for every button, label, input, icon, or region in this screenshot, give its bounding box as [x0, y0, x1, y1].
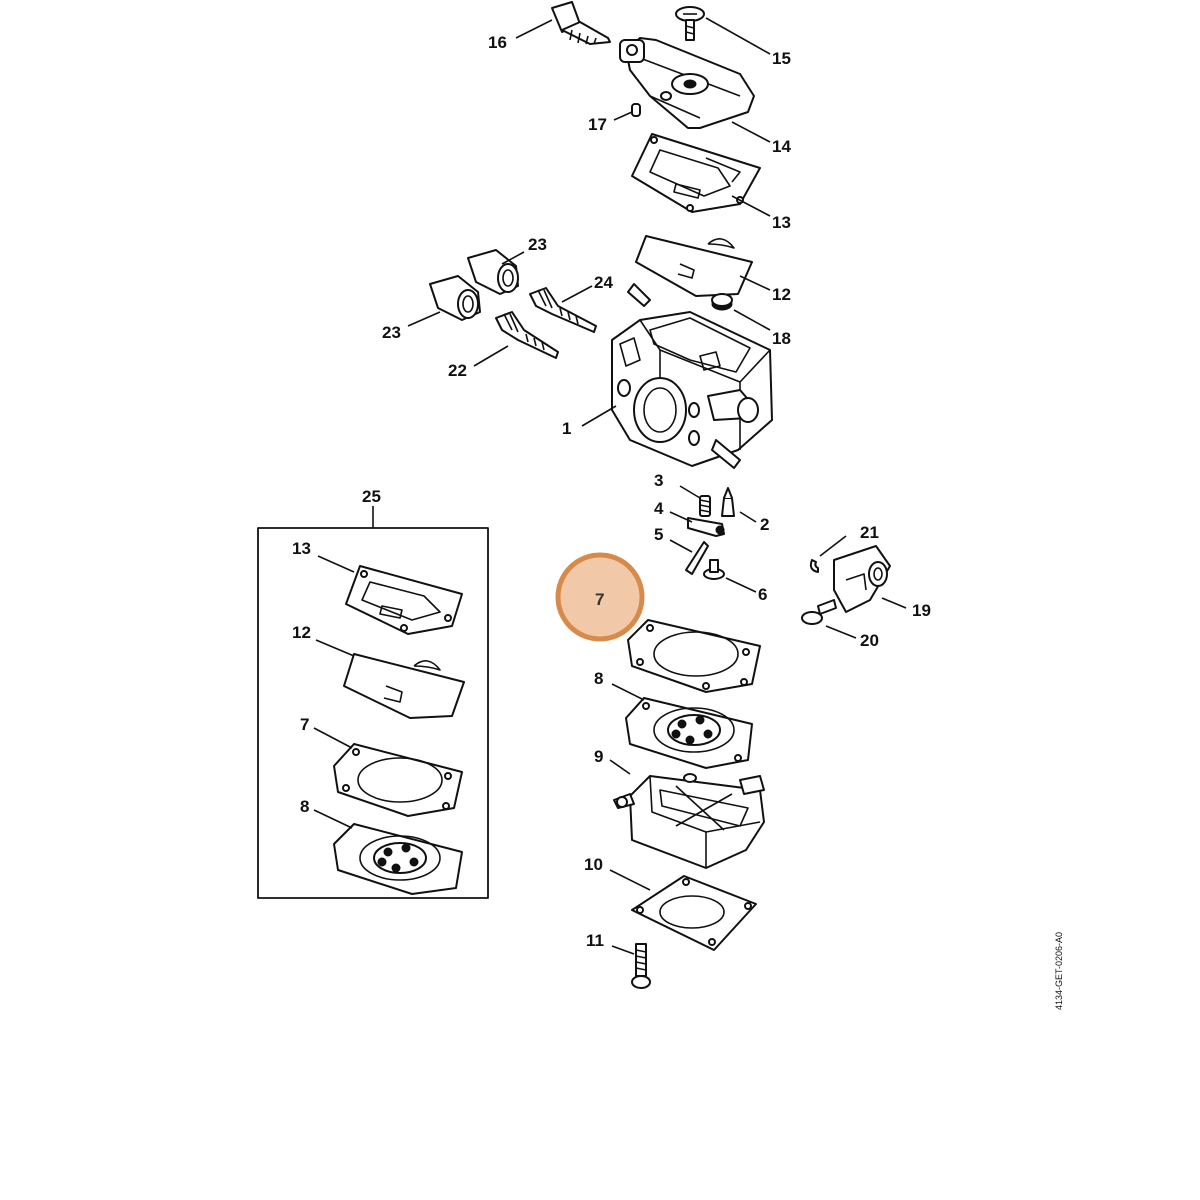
callout-labels: 16 15 17 14 13 23 24 12 23 18 22 1 3 25 …: [292, 33, 931, 950]
leader-lines: [313, 17, 907, 955]
callout-6[interactable]: 6: [758, 585, 767, 604]
callout-5[interactable]: 5: [654, 525, 663, 544]
callout-8[interactable]: 8: [594, 669, 603, 688]
part-4-inlet-control-lever[interactable]: [687, 517, 725, 537]
kit-callout-7[interactable]: 7: [300, 715, 309, 734]
callout-12[interactable]: 12: [772, 285, 791, 304]
part-18-filter-screen[interactable]: [711, 293, 733, 311]
callout-18[interactable]: 18: [772, 329, 791, 348]
part-8-pump-diaphragm[interactable]: [625, 697, 753, 769]
callout-14[interactable]: 14: [772, 137, 791, 156]
callout-16[interactable]: 16: [488, 33, 507, 52]
part-3-spring[interactable]: [699, 495, 711, 517]
kit-part-12-metering-diaphragm[interactable]: [343, 653, 465, 719]
part-1-carburetor-body[interactable]: [611, 283, 773, 469]
part-7-pump-gasket[interactable]: [627, 619, 761, 693]
callout-15[interactable]: 15: [772, 49, 791, 68]
part-15-screw[interactable]: [675, 6, 705, 41]
callout-23-lower[interactable]: 23: [382, 323, 401, 342]
kit-callout-8[interactable]: 8: [300, 797, 309, 816]
kit-callout-12[interactable]: 12: [292, 623, 311, 642]
part-10-gasket[interactable]: [631, 875, 757, 951]
kit-box-25: [257, 506, 489, 899]
part-17-plug[interactable]: [631, 103, 641, 117]
callout-10[interactable]: 10: [584, 855, 603, 874]
callout-19[interactable]: 19: [912, 601, 931, 620]
kit-part-7-pump-gasket[interactable]: [333, 743, 463, 817]
part-23-limiter-cap-upper[interactable]: [467, 249, 519, 295]
part-14-metering-cover[interactable]: [619, 37, 755, 129]
part-19-lever[interactable]: [833, 545, 891, 613]
part-6-screw[interactable]: [703, 559, 725, 580]
highlight-marker: [555, 552, 645, 642]
part-12-metering-diaphragm[interactable]: [635, 235, 753, 297]
callout-3[interactable]: 3: [654, 471, 663, 490]
callout-20[interactable]: 20: [860, 631, 879, 650]
callout-11[interactable]: 11: [586, 931, 604, 950]
callout-17[interactable]: 17: [588, 115, 607, 134]
part-16-adjusting-screw[interactable]: [551, 1, 611, 45]
callout-13[interactable]: 13: [772, 213, 791, 232]
kit-part-8-pump-diaphragm[interactable]: [333, 823, 463, 895]
callout-21[interactable]: 21: [860, 523, 879, 542]
callout-23-upper[interactable]: 23: [528, 235, 547, 254]
callout-2[interactable]: 2: [760, 515, 769, 534]
part-24-needle-screw[interactable]: [529, 287, 597, 333]
reference-code: 4134-GET-0206-A0: [1054, 932, 1064, 1010]
callout-24[interactable]: 24: [594, 273, 613, 292]
part-9-end-cover[interactable]: [613, 773, 765, 869]
part-11-screw[interactable]: [631, 943, 651, 989]
callout-22[interactable]: 22: [448, 361, 467, 380]
callout-9[interactable]: 9: [594, 747, 603, 766]
part-2-inlet-needle[interactable]: [721, 487, 735, 517]
part-21-e-clip[interactable]: [809, 559, 819, 573]
callout-7-highlighted[interactable]: 7: [595, 590, 604, 609]
callout-25[interactable]: 25: [362, 487, 381, 506]
callout-4[interactable]: 4: [654, 499, 664, 518]
part-22-needle-screw[interactable]: [495, 311, 559, 359]
kit-part-13-metering-gasket[interactable]: [345, 565, 463, 635]
callout-1[interactable]: 1: [562, 419, 571, 438]
kit-callout-13[interactable]: 13: [292, 539, 311, 558]
part-23-limiter-cap-lower[interactable]: [429, 275, 481, 321]
part-20-screw[interactable]: [801, 599, 837, 625]
part-5-lever-pin[interactable]: [685, 541, 709, 575]
part-13-metering-gasket[interactable]: [631, 133, 761, 213]
